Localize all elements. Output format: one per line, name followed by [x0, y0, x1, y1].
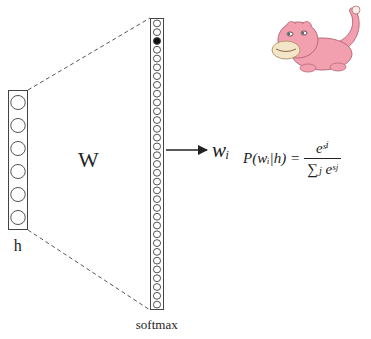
projection-line [28, 230, 150, 310]
node-label: softmax [136, 317, 178, 333]
unit [153, 257, 160, 264]
fraction-bar [304, 158, 341, 159]
active-unit [153, 38, 160, 45]
unit [153, 240, 160, 247]
arrow-line [166, 149, 207, 151]
unit [153, 169, 160, 176]
unit [153, 82, 160, 89]
unit [153, 99, 160, 106]
unit [153, 29, 160, 36]
unit [153, 152, 160, 159]
unit [153, 196, 160, 203]
unit [153, 231, 160, 238]
unit [153, 55, 160, 62]
unit [153, 292, 160, 299]
unit [153, 266, 160, 273]
unit [11, 141, 25, 155]
node-label: h [14, 237, 22, 255]
unit [11, 95, 25, 109]
unit [153, 248, 160, 255]
unit [153, 213, 160, 220]
unit [153, 20, 160, 27]
softmax-column: softmax [150, 18, 164, 310]
unit [153, 284, 160, 291]
unit [153, 64, 160, 71]
unit [153, 46, 160, 53]
unit [11, 164, 25, 178]
unit [153, 90, 160, 97]
unit [153, 73, 160, 80]
unit [153, 108, 160, 115]
formula-denominator: ∑ⱼ eˢʲ [307, 160, 338, 178]
projection-line [28, 18, 150, 90]
unit [11, 187, 25, 201]
unit [153, 117, 160, 124]
formula-left: P(wᵢ|h) = [243, 150, 300, 167]
unit [11, 210, 25, 224]
unit [11, 118, 25, 132]
unit [153, 178, 160, 185]
formula-numerator: eˢⁱ [316, 139, 329, 157]
slowpoke-illustration [268, 2, 366, 74]
unit [153, 222, 160, 229]
hidden-vector: h [8, 90, 28, 230]
unit [153, 275, 160, 282]
unit-circles [151, 19, 163, 309]
unit [153, 301, 160, 308]
unit [153, 134, 160, 141]
weight-matrix-label: W [78, 147, 99, 173]
unit [153, 161, 160, 168]
unit-circles [9, 91, 27, 229]
unit [153, 205, 160, 212]
unit [153, 143, 160, 150]
unit [153, 125, 160, 132]
unit [153, 187, 160, 194]
output-word-label: wᵢ [212, 138, 229, 163]
